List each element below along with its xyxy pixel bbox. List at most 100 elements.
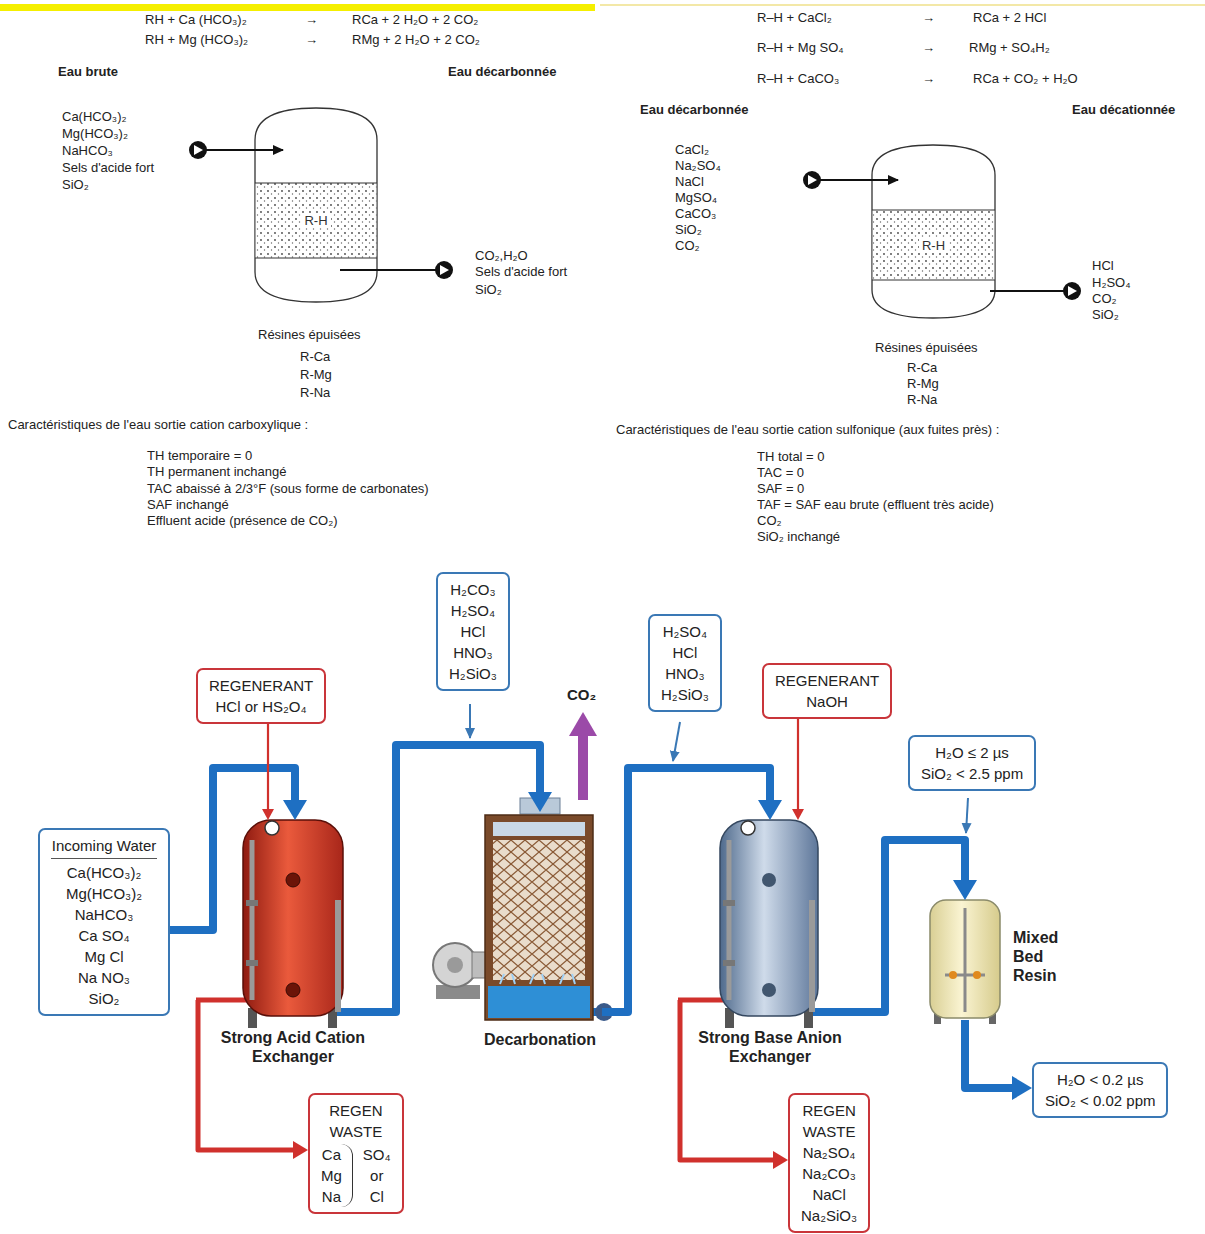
pipe-connector [170, 768, 295, 930]
illustration-part [255, 108, 377, 302]
illustration-part [335, 900, 341, 1012]
rule-line [600, 4, 1205, 6]
text-label: CaCO₃ [675, 206, 716, 221]
illustration-part [990, 290, 1064, 292]
text-label: RCa + 2 H₂O + 2 CO₂ [352, 12, 478, 27]
water-box: Incoming WaterCa(HCO₃)₂Mg(HCO₃)₂NaHCO₃Ca… [38, 828, 170, 1016]
illustration-part [196, 998, 247, 1003]
text-label: CO₂,H₂O [475, 248, 528, 263]
mixed-bed-vessel: Mixed Bed Resin [928, 900, 1078, 1020]
text-label: TH temporaire = 0 [147, 448, 252, 463]
text-label: TH total = 0 [757, 449, 825, 464]
node-text: HCl [661, 642, 709, 663]
illustration-part [250, 840, 255, 1000]
text-label: TAC = 0 [757, 465, 804, 480]
node-text: H₂SiO₃ [661, 684, 709, 705]
node-heading: REGEN WASTE [802, 1100, 855, 1142]
illustration-part [493, 822, 585, 836]
mixed-bed-vessel [930, 900, 1000, 1024]
illustration-part [469, 704, 471, 738]
text-label: Sels d'acide fort [62, 160, 154, 175]
regenerant-box: REGENERANTNaOH [762, 663, 892, 719]
node-text: HCl or HS₂O₄ [209, 696, 313, 717]
node-text: HCl [449, 621, 497, 642]
text-label: RCa + 2 HCl [973, 10, 1046, 25]
text-label: TAC abaissé à 2/3°F (sous forme de carbo… [147, 481, 429, 496]
text-label: Eau décarbonnée [448, 64, 556, 79]
illustration-part [723, 960, 735, 966]
illustration-part [1063, 282, 1081, 300]
text-label: Effluent acide (présence de CO₂) [147, 513, 338, 528]
exchanger-vessel: Strong Base Anion Exchanger [680, 820, 860, 1066]
illustration-part [1068, 286, 1077, 296]
text-label: → [922, 40, 935, 55]
illustration-part [723, 900, 735, 906]
anion-column: SO₄orCl [363, 1144, 391, 1207]
node-heading: Incoming Water [51, 835, 157, 859]
node-text: SiO₂ [51, 988, 157, 1009]
pipe-connector [965, 1020, 1012, 1088]
illustration-part [256, 183, 377, 258]
node-text: HNO₃ [449, 642, 497, 663]
node-heading: Strong Base Anion Exchanger [680, 1028, 860, 1066]
text-label: Mg(HCO₃)₂ [62, 126, 128, 141]
illustration-part [488, 986, 590, 1018]
text-label: CO₂ [567, 686, 596, 704]
illustration-part [930, 900, 1000, 1018]
pipe-connector [198, 1000, 293, 1150]
waste-box: REGEN WASTENa₂SO₄Na₂CO₃NaClNa₂SiO₃ [788, 1093, 870, 1233]
exchanger-vessel: Strong Acid Cation Exchanger [198, 820, 388, 1066]
bracket-column: CaMgNa [321, 1144, 353, 1207]
node-text: Na NO₃ [51, 967, 157, 988]
text-label: Caractéristiques de l'eau sortie cation … [8, 417, 308, 432]
pipe-connector [388, 745, 540, 1012]
node-text: NaOH [775, 691, 879, 712]
node-text: Ca [321, 1144, 342, 1165]
illustration-part [440, 265, 449, 275]
text-label: → [305, 12, 318, 27]
text-label: R–H + Mg SO₄ [757, 40, 844, 55]
illustration-part [762, 873, 776, 887]
illustration-part [727, 840, 732, 1000]
node-text: HNO₃ [661, 663, 709, 684]
text-label: RMg + SO₄H₂ [969, 40, 1050, 55]
text-label: SAF = 0 [757, 481, 804, 496]
illustration-part [966, 798, 968, 833]
illustration-part [673, 722, 680, 761]
text-label: Résines épuisées [258, 327, 361, 342]
quality-callout: H₂O ≤ 2 µsSiO₂ < 2.5 ppm [908, 735, 1036, 791]
text-label: SiO₂ [62, 177, 89, 192]
node-text: SO₄ [363, 1144, 391, 1165]
text-label: TAF = SAF eau brute (effluent très acide… [757, 497, 994, 512]
text-label: CaCl₂ [675, 142, 709, 157]
pipe-connector [267, 724, 269, 809]
illustration-part [873, 210, 995, 280]
node-heading: H₂SO₄ [661, 621, 709, 642]
text-label: CO₂ [675, 238, 700, 253]
text-label: SiO₂ [675, 222, 702, 237]
illustration-part [741, 821, 755, 835]
node-text: NaHCO₃ [51, 904, 157, 925]
node-text: Na [321, 1186, 342, 1207]
text-label: Caractéristiques de l'eau sortie cation … [616, 422, 999, 437]
node-heading: R-H [919, 238, 948, 253]
node-text: NaCl [801, 1184, 857, 1205]
node-heading: Strong Acid Cation Exchanger [198, 1028, 388, 1066]
text-label: RCa + CO₂ + H₂O [973, 71, 1078, 86]
text-label: SiO₂ inchangé [757, 529, 840, 544]
node-heading: REGEN WASTE [329, 1100, 382, 1142]
text-label: CO₂ [1092, 291, 1117, 306]
illustration-part [949, 971, 957, 979]
illustration-part [255, 183, 377, 184]
text-label: SiO₂ [475, 282, 502, 297]
text-label: RH + Ca (HCO₃)₂ [145, 12, 247, 27]
text-label: HCl [1092, 258, 1114, 273]
illustration-part [493, 840, 585, 980]
illustration-part [447, 957, 463, 973]
illustration-part [803, 171, 821, 189]
node-heading: H₂O ≤ 2 µs [921, 742, 1023, 763]
illustration-part [809, 900, 815, 1012]
node-heading: REGENERANT [209, 675, 313, 696]
